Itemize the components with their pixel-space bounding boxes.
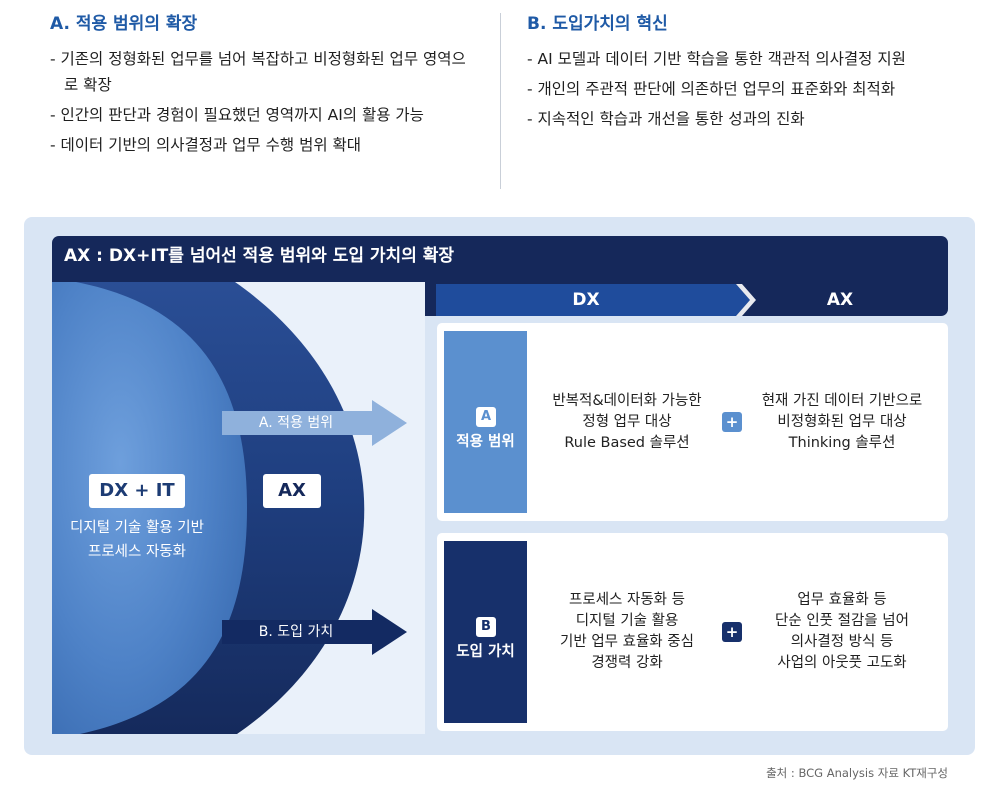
dx-ax-chevron-header	[436, 284, 756, 316]
cell-line: Thinking 솔루션	[788, 434, 896, 451]
header-dx: DX	[572, 290, 600, 310]
scope-expansion-list: 기존의 정형화된 업무를 넘어 복잡하고 비정형화된 업무 영역으로 확장 인간…	[50, 46, 480, 158]
dx-chevron	[436, 284, 750, 316]
cell-line: 비정형화된 업무 대상	[777, 413, 907, 430]
row-scope: A 적용 범위 반복적&데이터화 가능한 정형 업무 대상 Rule Based…	[437, 323, 948, 521]
cell-line: 경쟁력 강화	[591, 655, 663, 671]
value-innovation-list: AI 모델과 데이터 기반 학습을 통한 객관적 의사결정 지원 개인의 주관적…	[527, 46, 967, 132]
header-ax: AX	[826, 290, 854, 310]
dxit-label: DX + IT	[89, 474, 185, 508]
cell-line: 단순 인풋 절감을 넘어	[775, 613, 909, 629]
value-innovation-column: B. 도입가치의 혁신 AI 모델과 데이터 기반 학습을 통한 객관적 의사결…	[527, 10, 967, 136]
row-scope-dx-cell: 반복적&데이터화 가능한 정형 업무 대상 Rule Based 솔루션	[537, 323, 717, 521]
row-scope-label: A 적용 범위	[444, 331, 527, 513]
plus-icon: +	[722, 622, 742, 642]
cell-line: 현재 가진 데이터 기반으로	[761, 392, 923, 409]
plus-icon: +	[722, 412, 742, 432]
arrow-a-label: A. 적용 범위	[258, 415, 334, 431]
chevron-gap	[736, 284, 756, 316]
row-value-ax-cell: 업무 효율화 등 단순 인풋 절감을 넘어 의사결정 방식 등 사업의 아웃풋 …	[747, 533, 937, 731]
cell-line: Rule Based 솔루션	[564, 434, 690, 451]
list-item: 지속적인 학습과 개선을 통한 성과의 진화	[527, 106, 967, 132]
list-item: 데이터 기반의 의사결정과 업무 수행 범위 확대	[50, 132, 480, 158]
list-item: 인간의 판단과 경험이 필요했던 영역까지 AI의 활용 가능	[50, 102, 480, 128]
cell-line: 기반 업무 효율화 중심	[560, 634, 694, 650]
cell-line: 디지털 기술 활용	[575, 613, 679, 629]
row-name: 도입 가치	[456, 644, 515, 660]
cell-line: 사업의 아웃풋 고도화	[777, 655, 907, 671]
scope-expansion-column: A. 적용 범위의 확장 기존의 정형화된 업무를 넘어 복잡하고 비정형화된 …	[50, 10, 480, 162]
cell-line: 프로세스 자동화 등	[569, 592, 685, 608]
row-value-label: B 도입 가치	[444, 541, 527, 723]
arrow-b-shape	[222, 609, 407, 655]
ax-scope-illustration	[52, 282, 425, 734]
cell-line: 업무 효율화 등	[797, 592, 887, 608]
row-letter-badge: A	[476, 407, 496, 427]
value-innovation-title: B. 도입가치의 혁신	[527, 14, 668, 34]
dxit-description: 디지털 기술 활용 기반 프로세스 자동화	[52, 516, 222, 564]
row-value-dx-cell: 프로세스 자동화 등 디지털 기술 활용 기반 업무 효율화 중심 경쟁력 강화	[537, 533, 717, 731]
column-divider	[500, 13, 501, 189]
dxit-circle	[52, 282, 247, 734]
dxit-description-line: 프로세스 자동화	[88, 544, 186, 560]
cell-line: 반복적&데이터화 가능한	[552, 392, 702, 409]
row-letter-badge: B	[476, 617, 496, 637]
cell-line: 정형 업무 대상	[582, 413, 672, 430]
diagram-title: AX : DX+IT를 넘어선 적용 범위와 도입 가치의 확장	[64, 246, 455, 266]
list-item: 개인의 주관적 판단에 의존하던 업무의 표준화와 최적화	[527, 76, 967, 102]
list-item: AI 모델과 데이터 기반 학습을 통한 객관적 의사결정 지원	[527, 46, 967, 72]
arrow-b-label: B. 도입 가치	[258, 624, 334, 640]
ax-label: AX	[263, 474, 321, 508]
source-note: 출처 : BCG Analysis 자료 KT재구성	[766, 766, 948, 780]
arrow-a-shape	[222, 400, 407, 446]
cell-line: 의사결정 방식 등	[790, 634, 894, 650]
dxit-description-line: 디지털 기술 활용 기반	[70, 520, 204, 536]
row-scope-ax-cell: 현재 가진 데이터 기반으로 비정형화된 업무 대상 Thinking 솔루션	[747, 323, 937, 521]
scope-expansion-title: A. 적용 범위의 확장	[50, 14, 198, 34]
list-item: 기존의 정형화된 업무를 넘어 복잡하고 비정형화된 업무 영역으로 확장	[50, 46, 480, 98]
ax-circle-graphic	[52, 282, 407, 734]
row-value: B 도입 가치 프로세스 자동화 등 디지털 기술 활용 기반 업무 효율화 중…	[437, 533, 948, 731]
row-name: 적용 범위	[456, 434, 515, 450]
